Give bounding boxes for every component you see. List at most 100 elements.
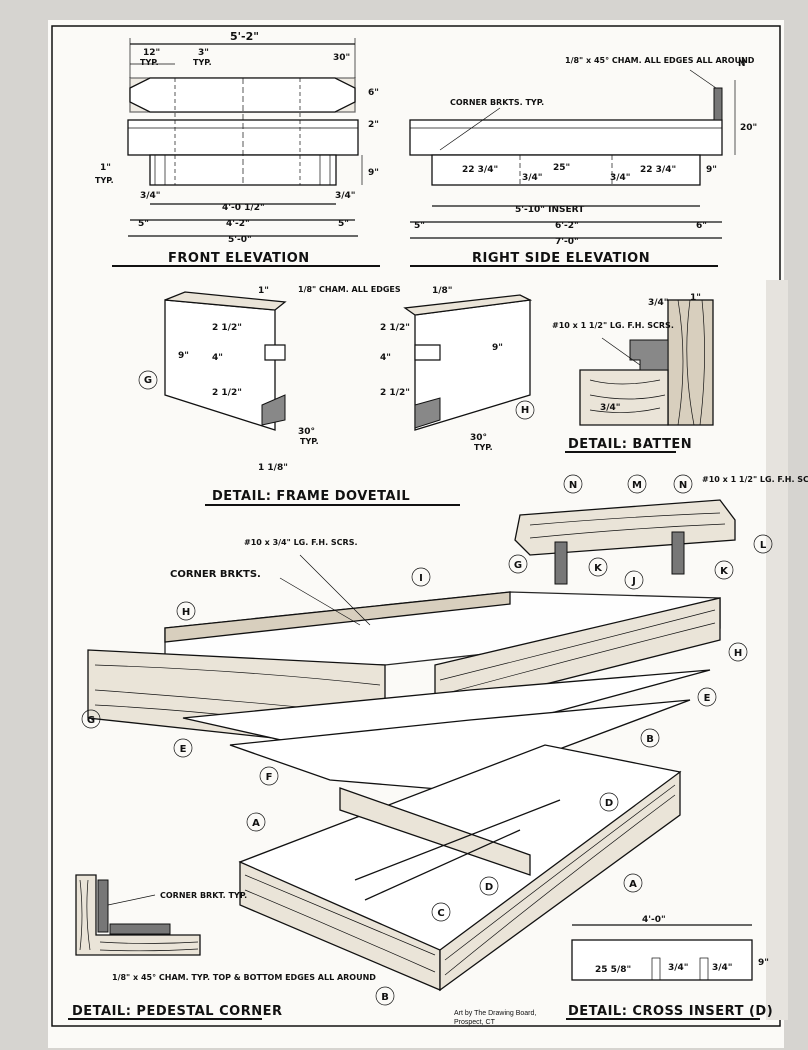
part-D-2: D — [485, 882, 493, 893]
batten-detail: 3/4" 1" #10 x 1 1/2" LG. F.H. SCRS. 3/4" — [552, 293, 714, 426]
art-credit-line2: Prospect, CT — [454, 1019, 496, 1026]
part-F: F — [266, 772, 273, 783]
front-5a-dim: 5" — [138, 219, 149, 229]
front-34a-dim: 3/4" — [140, 191, 161, 201]
dovetail-r-4-dim: 4" — [380, 353, 391, 363]
side-N-dim: N — [738, 59, 746, 69]
side-6-dim: 6" — [696, 221, 707, 231]
dovetail-label-g: G — [144, 375, 152, 386]
pedestal-corner-detail: CORNER BRKT. TYP. 1/8" x 45° CHAM. TYP. … — [75, 874, 376, 982]
front-typ-label-3: TYP. — [95, 176, 114, 185]
pedestal-corner-brkt-note: CORNER BRKT. TYP. — [160, 891, 247, 900]
side-34a-dim: 3/4" — [522, 173, 543, 183]
pedestal-chamfer-note: 1/8" x 45° CHAM. TYP. TOP & BOTTOM EDGES… — [112, 973, 376, 982]
side-9-dim: 9" — [706, 165, 717, 175]
front-elevation: 5'-2" 12" TYP. 3" TYP. 30" 6" 2" 9" 1" T… — [95, 30, 379, 245]
front-9-dim: 9" — [368, 168, 379, 178]
part-B-1: B — [646, 734, 654, 745]
part-E-2: E — [704, 693, 711, 704]
front-12-dim: 12" — [143, 48, 160, 58]
side-corner-brkts-note: CORNER BRKTS. TYP. — [450, 98, 544, 107]
front-2-dim: 2" — [368, 120, 379, 130]
dovetail-chamfer-note: 1/8" CHAM. ALL EDGES — [298, 285, 401, 294]
part-callouts: N M N L K K G J I H H G E E F B D A D C … — [81, 474, 773, 1006]
front-5b-dim: 5" — [338, 219, 349, 229]
dovetail-r-18-dim: 1/8" — [432, 286, 453, 296]
part-N-1: N — [569, 480, 577, 491]
dovetail-r-212b-dim: 2 1/2" — [380, 388, 410, 398]
part-J: J — [631, 576, 636, 587]
part-L: L — [760, 540, 767, 551]
frame-dovetail-caption: DETAIL: FRAME DOVETAIL — [212, 489, 410, 504]
batten-caption: DETAIL: BATTEN — [568, 437, 692, 452]
part-N-2: N — [679, 480, 687, 491]
side-20-dim: 20" — [740, 123, 757, 133]
dovetail-212a-dim: 2 1/2" — [212, 323, 242, 333]
dovetail-typ: TYP. — [300, 437, 319, 446]
part-B-2: B — [381, 992, 389, 1003]
front-4012-dim: 4'-0 1/2" — [222, 203, 265, 213]
side-62-dim: 6'-2" — [555, 221, 579, 231]
front-50-dim: 5'-0" — [228, 235, 252, 245]
part-K-1: K — [594, 563, 603, 574]
part-A-2: A — [629, 879, 637, 890]
dovetail-118-dim: 1 1/8" — [258, 463, 288, 473]
dovetail-4-dim: 4" — [212, 353, 223, 363]
cross-insert-34a-dim: 3/4" — [668, 963, 689, 973]
dovetail-212b-dim: 2 1/2" — [212, 388, 242, 398]
cross-insert-2558-dim: 25 5/8" — [595, 965, 631, 975]
batten-screw-note: #10 x 1 1/2" LG. F.H. SCRS. — [552, 321, 674, 330]
front-6-dim: 6" — [368, 88, 379, 98]
cross-insert-caption: DETAIL: CROSS INSERT (D) — [568, 1004, 773, 1019]
assembly-screw-b-note: #10 x 1 1/2" LG. F.H. SCRS. — [702, 475, 808, 484]
part-I: I — [419, 573, 423, 584]
assembly-screw-a-note: #10 x 3/4" LG. F.H. SCRS. — [244, 538, 358, 547]
side-70-dim: 7'-0" — [555, 237, 579, 247]
dovetail-detail: G 1" 1/8" CHAM. ALL EDGES 2 1/2" 4" 2 1/… — [138, 285, 535, 473]
batten-1-dim: 1" — [690, 293, 701, 303]
part-C: C — [437, 908, 444, 919]
cross-insert-40-dim: 4'-0" — [642, 915, 666, 925]
front-elevation-caption: FRONT ELEVATION — [168, 251, 310, 266]
front-34b-dim: 3/4" — [335, 191, 356, 201]
cross-insert-34b-dim: 3/4" — [712, 963, 733, 973]
part-G-1: G — [514, 560, 522, 571]
side-2234a-dim: 22 3/4" — [462, 165, 498, 175]
dovetail-1-dim: 1" — [258, 286, 269, 296]
right-side-elevation-caption: RIGHT SIDE ELEVATION — [472, 251, 650, 266]
dovetail-9-dim: 9" — [178, 351, 189, 361]
part-A-1: A — [252, 818, 260, 829]
part-H-2: H — [734, 648, 742, 659]
dovetail-r-212a-dim: 2 1/2" — [380, 323, 410, 333]
dovetail-label-h: H — [521, 405, 529, 416]
part-D-1: D — [605, 798, 613, 809]
part-E-1: E — [180, 744, 187, 755]
part-H-1: H — [182, 607, 190, 618]
exploded-assembly: #10 x 3/4" LG. F.H. SCRS. CORNER BRKTS. … — [87, 475, 808, 992]
part-M: M — [632, 480, 642, 491]
front-overall-dim: 5'-2" — [230, 30, 259, 43]
front-30-dim: 30" — [333, 53, 350, 63]
front-42-dim: 4'-2" — [226, 219, 250, 229]
front-3-dim: 3" — [198, 48, 209, 58]
right-side-elevation: 1/8" x 45° CHAM. ALL EDGES ALL AROUND N … — [409, 56, 757, 247]
art-credit-line1: Art by The Drawing Board, — [454, 1010, 536, 1017]
front-typ-label-2: TYP. — [193, 58, 212, 67]
cross-insert-detail: 4'-0" 25 5/8" 3/4" 3/4" 9" — [571, 915, 769, 981]
cross-insert-9-dim: 9" — [758, 958, 769, 968]
side-5-dim: 5" — [414, 221, 425, 231]
side-chamfer-note: 1/8" x 45° CHAM. ALL EDGES ALL AROUND — [565, 56, 755, 65]
dovetail-r-typ: TYP. — [474, 443, 493, 452]
batten-34-dim: 3/4" — [648, 298, 669, 308]
pedestal-corner-caption: DETAIL: PEDESTAL CORNER — [72, 1004, 282, 1019]
dovetail-r-30-dim: 30° — [470, 433, 487, 443]
part-K-2: K — [720, 566, 729, 577]
front-1-dim: 1" — [100, 163, 111, 173]
side-34b-dim: 3/4" — [610, 173, 631, 183]
batten-34b-dim: 3/4" — [600, 403, 621, 413]
dovetail-30-dim: 30° — [298, 427, 315, 437]
side-insert-dim: 5'-10" INSERT — [515, 205, 585, 215]
dovetail-r-9-dim: 9" — [492, 343, 503, 353]
